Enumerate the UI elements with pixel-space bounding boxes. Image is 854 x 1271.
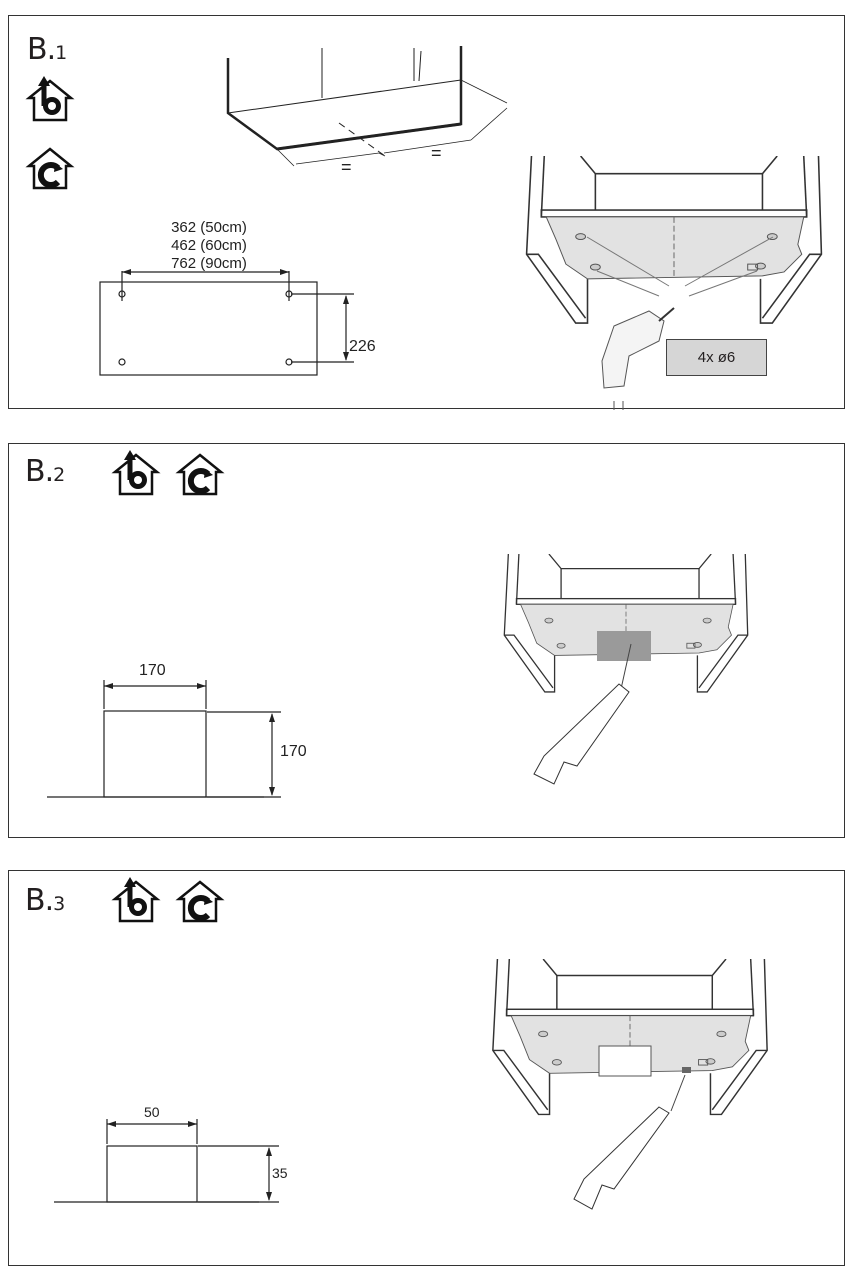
saw-icon [573,1045,691,1210]
cutout-height-label: 170 [280,743,307,760]
cutout-50-diagram [54,1119,279,1203]
cutout-170-diagram [47,680,281,798]
slot-width-label: 50 [144,1104,160,1120]
hole-height-label: 226 [349,338,376,355]
step-b1-title: B.1 [27,32,67,67]
step-b3-panel: B.3 50 35 [8,870,845,1266]
equal-spacing-right: = [431,143,442,163]
step-b3-title: B.3 [25,883,65,918]
cutout-width-label: 170 [139,662,166,679]
drill-icon [586,236,774,410]
drill-hole-spec-label: 4x ø6 [666,339,767,376]
step-b2-title: B.2 [25,454,65,489]
hood-centering-diagram [226,46,508,167]
width-50cm: 362 (50cm) [171,219,247,236]
saw-icon [533,631,651,785]
step-b2-panel: B.2 170 170 [8,443,845,838]
width-90cm: 762 (90cm) [171,255,247,272]
drill-template-diagram [99,269,354,376]
hole-spacing-labels: 362 (50cm) 462 (60cm) 762 (90cm) [149,219,269,273]
equal-spacing-left: = [341,157,352,177]
slot-height-label: 35 [272,1165,288,1181]
width-60cm: 462 (60cm) [171,237,247,254]
step-b1-panel: B.1 = = 362 (50cm) 462 (60cm) 762 (90cm)… [8,15,845,410]
